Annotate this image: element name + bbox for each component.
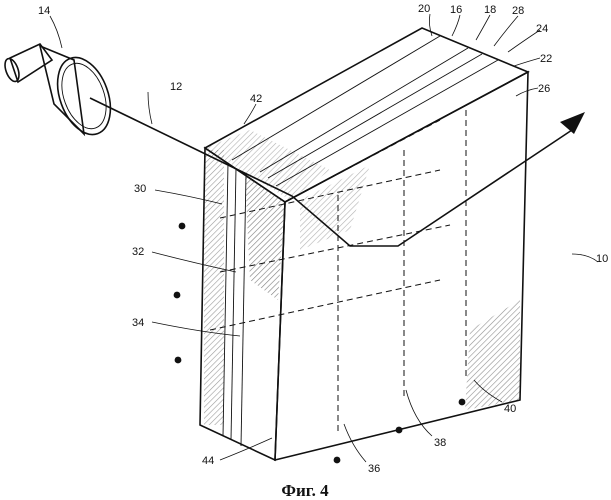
label-38: 38	[434, 437, 446, 449]
label-16: 16	[450, 4, 462, 16]
label-30: 30	[134, 183, 146, 195]
label-22: 22	[540, 53, 552, 65]
label-40: 40	[504, 403, 516, 415]
label-12: 12	[170, 81, 182, 93]
label-44: 44	[202, 455, 214, 467]
label-18: 18	[484, 4, 496, 16]
label-24: 24	[536, 23, 548, 35]
figure-caption: Фиг. 4	[281, 481, 329, 500]
label-14: 14	[38, 5, 50, 17]
label-32: 32	[132, 246, 144, 258]
light-source	[2, 44, 120, 142]
label-26: 26	[538, 83, 550, 95]
label-28: 28	[512, 5, 524, 17]
beam-arrowhead	[560, 112, 585, 134]
label-10: 10	[596, 253, 608, 265]
label-42: 42	[250, 93, 262, 105]
label-20: 20	[418, 3, 430, 15]
label-36: 36	[368, 463, 380, 475]
label-34: 34	[132, 317, 144, 329]
